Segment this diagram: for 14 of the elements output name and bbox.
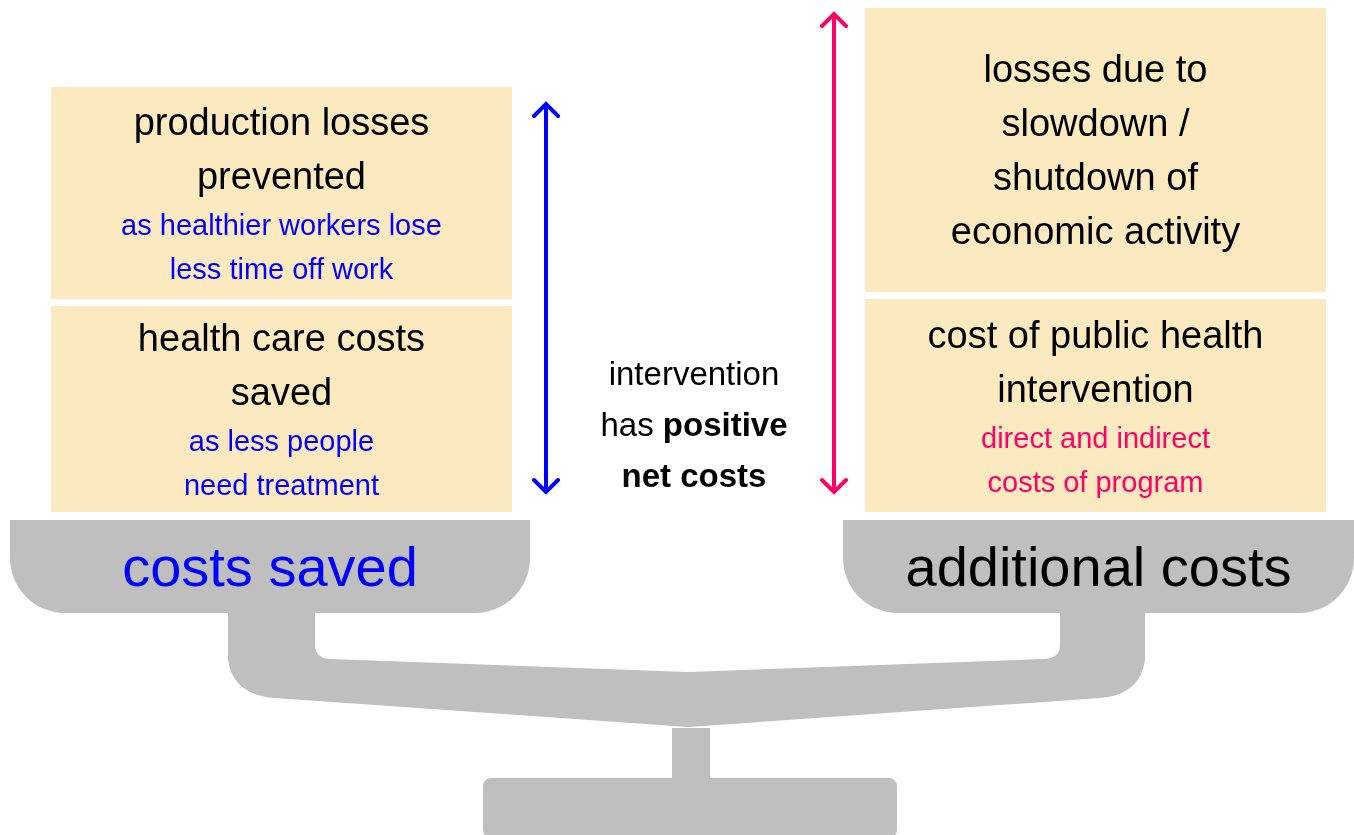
scale-pan: additional costs: [843, 520, 1354, 613]
box-heading: health care costs saved: [136, 316, 427, 415]
box-note: as healthier workers lose less time off work: [120, 208, 443, 287]
scale-pan: costs saved: [10, 520, 530, 613]
box-heading: losses due to slowdown / shutdown of economic activity: [949, 47, 1242, 254]
cost-box: [865, 299, 1326, 512]
balance-note: intervention has positive net costs: [599, 354, 789, 496]
box-note: direct and indirect costs of program: [980, 420, 1211, 500]
box-heading: cost of public health intervention: [926, 312, 1265, 412]
cost-box: [51, 87, 512, 299]
cost-box: [865, 8, 1326, 292]
box-heading: production losses prevented: [132, 100, 431, 199]
box-note: as less people need treatment: [182, 424, 381, 503]
cost-box: [51, 306, 512, 512]
